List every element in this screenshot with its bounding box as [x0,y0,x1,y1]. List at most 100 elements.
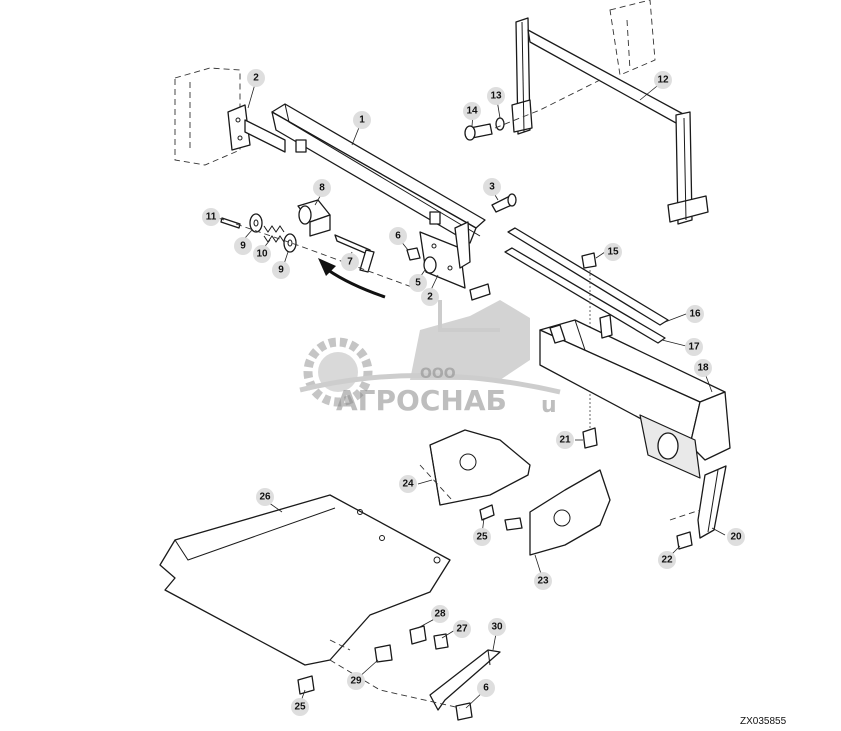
callout-2-lower: 2 [421,288,439,306]
svg-text:3: 3 [489,182,495,193]
callout-20: 20 [727,528,745,546]
mounting-bracket-upper [227,104,286,153]
callout-17: 17 [685,338,703,356]
callout-8: 8 [313,179,331,197]
svg-text:28: 28 [434,609,446,620]
washer-9-right [283,233,297,253]
svg-text:24: 24 [402,479,414,490]
callout-22: 22 [658,551,676,569]
svg-text:11: 11 [206,212,217,223]
bolt-21 [582,427,598,449]
callout-30: 30 [488,618,506,636]
callout-28: 28 [431,605,449,623]
callout-25-mid: 25 [473,528,491,546]
svg-text:25: 25 [476,532,488,543]
bolt-14 [464,123,493,141]
nut-27 [433,633,449,650]
callout-12: 12 [654,71,672,89]
svg-text:21: 21 [559,435,571,446]
direction-arrow [318,258,386,299]
bolt-3 [491,193,517,213]
svg-text:2: 2 [253,73,259,84]
svg-text:1: 1 [359,115,365,126]
pin-11 [220,217,241,229]
svg-text:25: 25 [294,702,306,713]
axis-line-14 [494,79,601,129]
nut-5 [423,256,437,274]
svg-text:20: 20 [730,532,742,543]
svg-text:10: 10 [256,249,268,260]
washer-13 [495,117,505,131]
axis-line-22 [669,509,701,521]
callout-24: 24 [399,475,417,493]
svg-text:18: 18 [697,363,709,374]
handle-pin-7 [334,234,375,273]
svg-text:29: 29 [350,676,362,687]
cross-bar-part [271,103,486,244]
callout-25-lower: 25 [291,698,309,716]
callout-6-upper: 6 [389,227,407,245]
svg-text:7: 7 [347,257,353,268]
bolt-25-lower [297,675,315,695]
callout-29: 29 [347,672,365,690]
callout-27: 27 [453,620,471,638]
svg-text:23: 23 [537,576,549,587]
callout-9-right: 9 [272,261,290,279]
watermark-logo [299,300,561,407]
frame-outline-left [174,67,241,166]
strip-16 [507,227,669,326]
strip-17 [504,247,666,344]
bolt-lower-bracket [469,283,491,301]
callout-21: 21 [556,431,574,449]
callout-2-upper: 2 [247,69,265,87]
svg-text:12: 12 [657,75,669,86]
svg-text:17: 17 [688,342,700,353]
callout-3: 3 [483,178,501,196]
main-housing-18 [539,314,731,479]
svg-text:5: 5 [415,278,421,289]
axis-line-latch [235,223,421,291]
callout-9-left: 9 [234,237,252,255]
svg-text:15: 15 [607,247,619,258]
svg-text:27: 27 [456,624,468,635]
watermark-name: АГРОСНАБ [336,384,507,417]
svg-text:30: 30 [491,622,503,633]
axis-line-30 [329,659,461,709]
svg-text:26: 26 [259,492,271,503]
callout-5: 5 [409,274,427,292]
callout-23: 23 [534,572,552,590]
callout-26: 26 [256,488,274,506]
guide-20 [697,465,727,539]
callout-15: 15 [604,243,622,261]
side-plate-23 [529,469,611,556]
mounting-bracket-lower [419,221,471,289]
watermark-suffix: u [541,393,557,418]
callout-10: 10 [253,245,271,263]
bolt-25-mid [479,504,495,521]
bolt-plate-23 [504,517,523,531]
svg-text:9: 9 [278,265,284,276]
svg-text:8: 8 [319,183,325,194]
watermark-prefix: ООО [420,366,456,382]
callout-18: 18 [694,359,712,377]
callout-14: 14 [463,102,481,120]
floor-panel-26 [159,494,451,666]
spring-10 [263,225,285,243]
upright-frame-part [511,17,709,225]
svg-text:22: 22 [661,555,673,566]
bolt-29 [374,644,393,663]
svg-text:14: 14 [466,106,478,117]
svg-text:9: 9 [240,241,246,252]
side-plate-24 [419,429,531,506]
frame-outline-right [609,0,656,76]
svg-text:6: 6 [395,231,401,242]
callout-13: 13 [487,87,505,105]
washer-9-left [249,213,263,233]
callout-7: 7 [341,253,359,271]
nut-22 [676,531,693,550]
drawing-reference-code: ZX035855 [740,716,787,727]
nut-6-lower [455,702,473,721]
axis-line-panel [329,639,351,651]
svg-text:6: 6 [483,683,489,694]
